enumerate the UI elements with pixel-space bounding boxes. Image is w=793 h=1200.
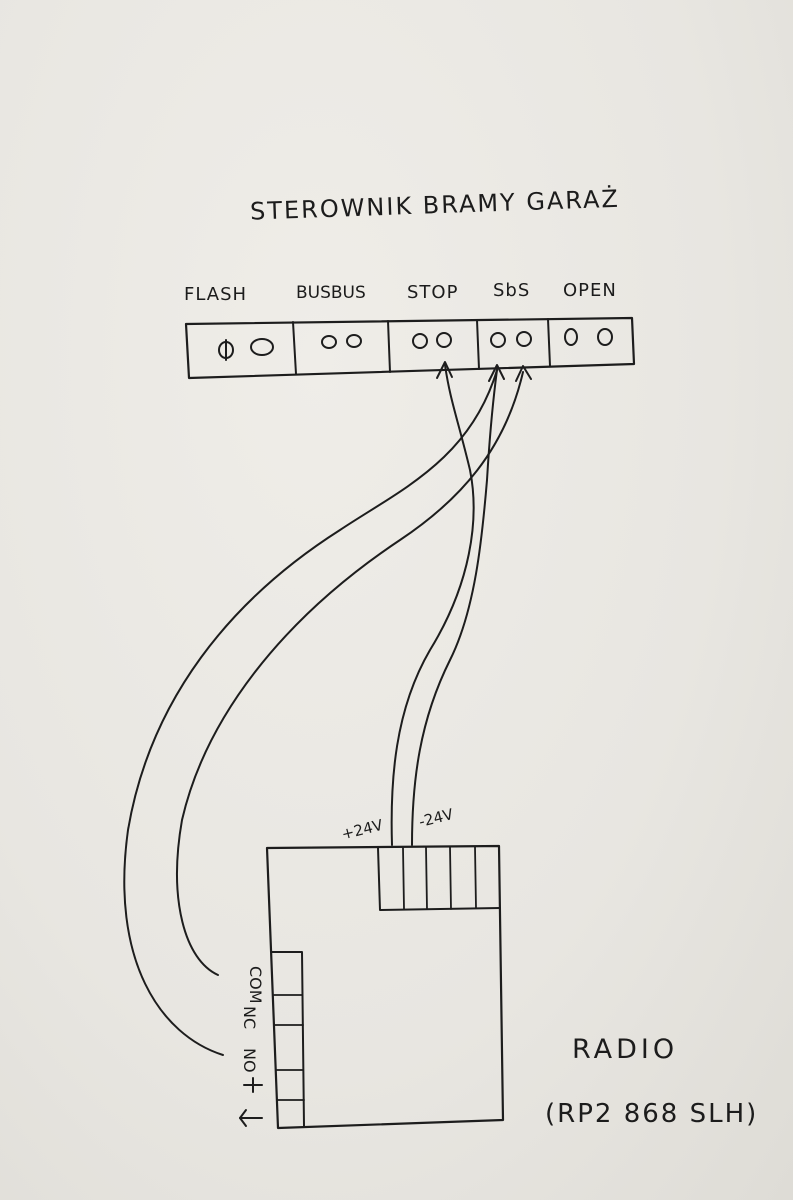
radio-name: RADIO [572,1034,678,1065]
terminal-screws-busbus [321,334,362,349]
radio-module [265,844,505,1130]
label-minus24v: -24V [417,805,456,831]
ground-symbol-icon [239,1077,263,1127]
terminal-label-open: OPEN [563,280,617,301]
arrow-head-sbs-right [515,365,532,382]
pin-label-nc: NC [240,1006,259,1029]
arrow-head-stop [436,361,453,379]
terminal-label-busbus: BUSBUS [296,283,366,303]
terminal-screws-stop [412,332,452,349]
terminal-screws-open [564,328,613,346]
wire-no-to-sbs [176,371,524,976]
diagram-title: STEROWNIK BRAMY GARAŻ [250,184,621,226]
arrow-head-sbs-left [488,364,505,382]
terminal-screws-sbs [490,331,532,348]
pin-label-no: NO [240,1048,259,1073]
terminal-label-sbs: SbS [493,280,530,301]
radio-model: (RP2 868 SLH) [545,1099,758,1129]
wire-plus24v [390,364,475,846]
wire-com-to-sbs [123,369,498,1056]
terminal-screws-flash [218,338,274,361]
terminal-label-flash: FLASH [184,284,247,305]
pin-label-com: COM [246,966,265,1004]
wire-minus24v [411,369,498,846]
label-plus24v: +24V [340,816,386,844]
terminal-block [184,316,636,380]
terminal-label-stop: STOP [407,282,458,303]
